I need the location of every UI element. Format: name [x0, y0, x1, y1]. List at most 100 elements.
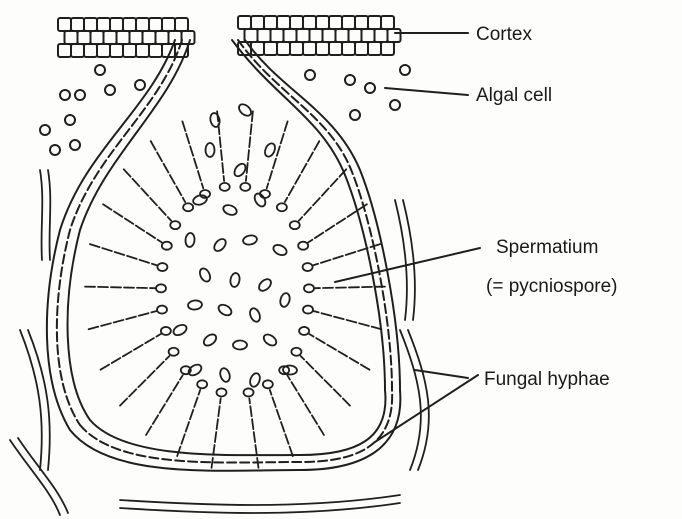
- spermatium-tip: [220, 183, 230, 191]
- cortex-cell: [130, 31, 143, 44]
- algal-cell: [60, 90, 70, 100]
- spermatium-tip: [170, 221, 180, 229]
- algal-cell: [75, 90, 85, 100]
- cortex-cell: [342, 42, 355, 55]
- cortex-cell: [136, 44, 149, 57]
- spermatium-tip: [277, 203, 287, 211]
- cortex-cell: [316, 42, 329, 55]
- spermatium: [279, 292, 291, 308]
- cortex-cell: [84, 18, 97, 31]
- hypha-strand: [400, 330, 421, 470]
- spermatium-tip: [291, 348, 301, 356]
- algal-cell: [350, 110, 360, 120]
- algal-cell: [40, 125, 50, 135]
- spermatiophore: [287, 375, 324, 435]
- cortex-cell: [284, 29, 297, 42]
- spermatium-tip: [157, 263, 167, 271]
- spermatiophore: [120, 356, 169, 406]
- cortex-cell: [388, 29, 401, 42]
- spermatiophore: [89, 311, 157, 329]
- cortex-cell: [362, 29, 375, 42]
- spermatium: [233, 340, 247, 349]
- spermatium: [212, 237, 228, 253]
- cortex-cell: [342, 16, 355, 29]
- cortex-cell: [303, 42, 316, 55]
- spermatium-tip: [244, 388, 254, 396]
- spermatiophore: [301, 356, 350, 406]
- cortex-cell: [323, 29, 336, 42]
- algal-cell: [135, 80, 145, 90]
- spermatiophore: [124, 169, 171, 220]
- spermatiophore: [103, 204, 162, 242]
- cortex-cell: [238, 16, 251, 29]
- spermatium: [263, 142, 277, 158]
- spermatium-tip: [169, 348, 179, 356]
- spermatium: [192, 194, 208, 207]
- spermatium: [232, 162, 248, 179]
- spermatium: [237, 102, 253, 118]
- spermatium: [219, 367, 232, 383]
- spermatium: [206, 143, 215, 157]
- spermatium: [172, 323, 189, 338]
- spermatium-tip: [298, 242, 308, 250]
- cortex-left: [58, 18, 195, 57]
- cortex-cell: [110, 44, 123, 57]
- cortex-cell: [149, 44, 162, 57]
- algal-cell: [95, 65, 105, 75]
- cortex-cell: [91, 31, 104, 44]
- cortex-right: [238, 16, 401, 55]
- cortex-cell: [368, 16, 381, 29]
- spermatium: [217, 303, 234, 318]
- cortex-cell: [251, 16, 264, 29]
- cortex-cell: [329, 42, 342, 55]
- cortex-cell: [297, 29, 310, 42]
- cortex-cell: [123, 44, 136, 57]
- cortex-cell: [381, 42, 394, 55]
- spermatiophore: [285, 141, 319, 202]
- cortex-cell: [310, 29, 323, 42]
- algal-cell: [70, 140, 80, 150]
- hypha-strand: [395, 200, 407, 320]
- algal-cell: [345, 75, 355, 85]
- spermatiophore: [177, 390, 200, 456]
- spermatium-tip: [304, 284, 314, 292]
- spermatiophore: [249, 398, 258, 467]
- cortex-cell: [290, 16, 303, 29]
- hypha-strand: [40, 170, 42, 260]
- spermatium-tip: [299, 327, 309, 335]
- spermatium: [248, 307, 262, 323]
- cortex-cell: [136, 18, 149, 31]
- spermatiophore: [314, 311, 382, 329]
- cortex-cell: [110, 18, 123, 31]
- spermatium: [222, 203, 238, 216]
- spermatium: [202, 332, 219, 348]
- cortex-cell: [58, 18, 71, 31]
- spermatium: [188, 300, 203, 310]
- algal-cell: [305, 70, 315, 80]
- algal-cell: [65, 115, 75, 125]
- label-pycniospore: (= pycniospore): [486, 276, 617, 297]
- spermatiophore: [217, 111, 224, 181]
- spermatium-tip: [156, 284, 166, 292]
- cortex-cell: [258, 29, 271, 42]
- cortex-cell: [355, 16, 368, 29]
- spermatium: [248, 372, 261, 388]
- cortex-cell: [97, 18, 110, 31]
- cortex-cell: [277, 42, 290, 55]
- label-algal-cell: Algal cell: [476, 85, 552, 106]
- spermatium-tip: [162, 242, 172, 250]
- cortex-cell: [316, 16, 329, 29]
- cortex-cell: [65, 31, 78, 44]
- spermatium-tip: [303, 263, 313, 271]
- spermatium-tip: [197, 380, 207, 388]
- spermatiophore: [246, 111, 253, 181]
- spermatia-cluster: [172, 102, 298, 388]
- spermatiophore: [267, 121, 288, 188]
- cortex-cell: [381, 16, 394, 29]
- hypha-strand: [10, 440, 60, 515]
- cortex-cell: [84, 44, 97, 57]
- leader-lines: [335, 33, 480, 442]
- cortex-cell: [264, 16, 277, 29]
